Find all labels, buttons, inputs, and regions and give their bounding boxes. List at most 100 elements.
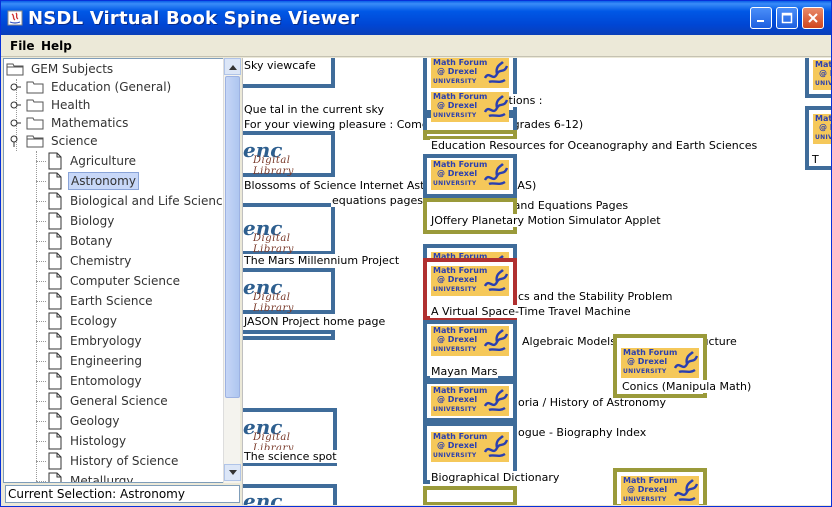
spine-label: Sky viewcafe bbox=[243, 59, 317, 72]
mf-line3: UNIVERSITY bbox=[433, 452, 477, 459]
enc-logo-sub: Digital Library bbox=[253, 155, 294, 177]
book-spine[interactable] bbox=[423, 486, 517, 505]
minimize-button[interactable] bbox=[750, 7, 772, 29]
enc-logo-word: enc bbox=[243, 216, 283, 240]
collapse-icon[interactable] bbox=[10, 135, 22, 147]
mf-line3: UNIVERSITY bbox=[433, 406, 477, 413]
document-icon bbox=[48, 432, 62, 450]
mf-line1: Math Forum bbox=[433, 432, 488, 441]
tree-item-label: General Science bbox=[70, 394, 168, 408]
mf-line2: @ Drexel bbox=[437, 441, 478, 450]
document-icon bbox=[48, 352, 62, 370]
tree-folder-label: Science bbox=[51, 134, 98, 148]
tree-folder-health[interactable]: Health bbox=[10, 95, 92, 115]
tree-item-history-of-science[interactable]: History of Science bbox=[36, 451, 180, 471]
scroll-up-button[interactable] bbox=[224, 58, 241, 75]
expand-icon[interactable] bbox=[10, 117, 22, 129]
document-icon bbox=[48, 192, 62, 210]
tree-item-engineering[interactable]: Engineering bbox=[36, 351, 144, 371]
menu-file[interactable]: File bbox=[10, 39, 35, 53]
dragon-icon bbox=[483, 329, 509, 352]
subject-tree[interactable]: GEM Subjects Education (General) Health … bbox=[3, 58, 240, 483]
tree-item-botany[interactable]: Botany bbox=[36, 231, 114, 251]
close-icon bbox=[808, 13, 818, 23]
tree-item-agriculture[interactable]: Agriculture bbox=[36, 151, 138, 171]
tree-item-embryology[interactable]: Embryology bbox=[36, 331, 144, 351]
title-bar[interactable]: NSDL Virtual Book Spine Viewer bbox=[1, 1, 831, 35]
book-spine[interactable] bbox=[423, 130, 517, 140]
dragon-icon bbox=[483, 389, 509, 412]
book-spine[interactable] bbox=[243, 330, 335, 340]
tree-item-biological-and-life-sciences[interactable]: Biological and Life Sciences bbox=[36, 191, 238, 211]
dragon-icon bbox=[483, 269, 509, 292]
tree-folder-label: Mathematics bbox=[51, 116, 129, 130]
dragon-icon bbox=[673, 479, 699, 502]
mf-line3: UNIVERSITY bbox=[623, 496, 667, 503]
mf-line3: UNIVERSITY bbox=[623, 368, 667, 375]
tree-item-metallurgy[interactable]: Metallurgy bbox=[36, 471, 136, 483]
tree-item-chemistry[interactable]: Chemistry bbox=[36, 251, 133, 271]
dragon-icon bbox=[483, 95, 509, 118]
spine-label: Mayan Mars bbox=[430, 365, 499, 378]
document-icon bbox=[48, 272, 62, 290]
scroll-thumb[interactable] bbox=[225, 76, 240, 398]
tree-item-general-science[interactable]: General Science bbox=[36, 391, 170, 411]
tree-item-geology[interactable]: Geology bbox=[36, 411, 121, 431]
tree-item-label: Histology bbox=[70, 434, 127, 448]
scroll-down-button[interactable] bbox=[224, 464, 241, 481]
tree-item-label: Metallurgy bbox=[70, 474, 134, 483]
tree-folder-mathematics[interactable]: Mathematics bbox=[10, 113, 130, 133]
document-icon bbox=[48, 172, 62, 190]
folder-open-icon bbox=[26, 135, 44, 148]
expand-icon[interactable] bbox=[10, 99, 22, 111]
enc-logo-sub: Digital Library bbox=[253, 432, 294, 454]
spine-label: Education Resources for Oceanography and… bbox=[430, 139, 759, 152]
tree-item-ecology[interactable]: Ecology bbox=[36, 311, 119, 331]
tree-item-label: Biology bbox=[70, 214, 115, 228]
tree-scrollbar[interactable] bbox=[223, 58, 241, 483]
spine-label: Que tal in the current sky bbox=[243, 103, 385, 116]
maximize-button[interactable] bbox=[776, 7, 798, 29]
folder-icon bbox=[26, 99, 44, 112]
tree-item-label: Biological and Life Sciences bbox=[70, 194, 237, 208]
tree-item-label: Computer Science bbox=[70, 274, 180, 288]
close-button[interactable] bbox=[802, 7, 824, 29]
tree-folder-science[interactable]: Science bbox=[10, 131, 100, 151]
mf-line3: UNIVERSITY bbox=[433, 112, 477, 119]
document-icon bbox=[48, 332, 62, 350]
tree-item-biology[interactable]: Biology bbox=[36, 211, 116, 231]
tree-item-entomology[interactable]: Entomology bbox=[36, 371, 144, 391]
mf-line3: UNIVERSITY bbox=[433, 180, 477, 187]
tree-item-computer-science[interactable]: Computer Science bbox=[36, 271, 182, 291]
spine-viewer[interactable]: Sky viewcafe Que tal in the current sky … bbox=[242, 58, 831, 505]
window-title: NSDL Virtual Book Spine Viewer bbox=[28, 8, 360, 29]
menu-help[interactable]: Help bbox=[41, 39, 72, 53]
tree-item-astronomy[interactable]: Astronomy bbox=[36, 171, 139, 191]
spine-label: Conics (Manipula Math) bbox=[621, 380, 753, 393]
tree-folder-education[interactable]: Education (General) bbox=[10, 77, 173, 97]
spine-label: Biographical Dictionary bbox=[430, 471, 561, 484]
document-icon bbox=[48, 232, 62, 250]
current-selection-status: Current Selection: Astronomy bbox=[5, 485, 240, 503]
mf-line1: Math Forum bbox=[433, 326, 488, 335]
arrow-up-icon bbox=[228, 64, 237, 70]
tree-item-earth-science[interactable]: Earth Science bbox=[36, 291, 155, 311]
expand-icon[interactable] bbox=[10, 81, 22, 93]
tree-item-histology[interactable]: Histology bbox=[36, 431, 128, 451]
tree-item-label: Chemistry bbox=[70, 254, 132, 268]
tree-root[interactable]: GEM Subjects bbox=[6, 59, 115, 79]
